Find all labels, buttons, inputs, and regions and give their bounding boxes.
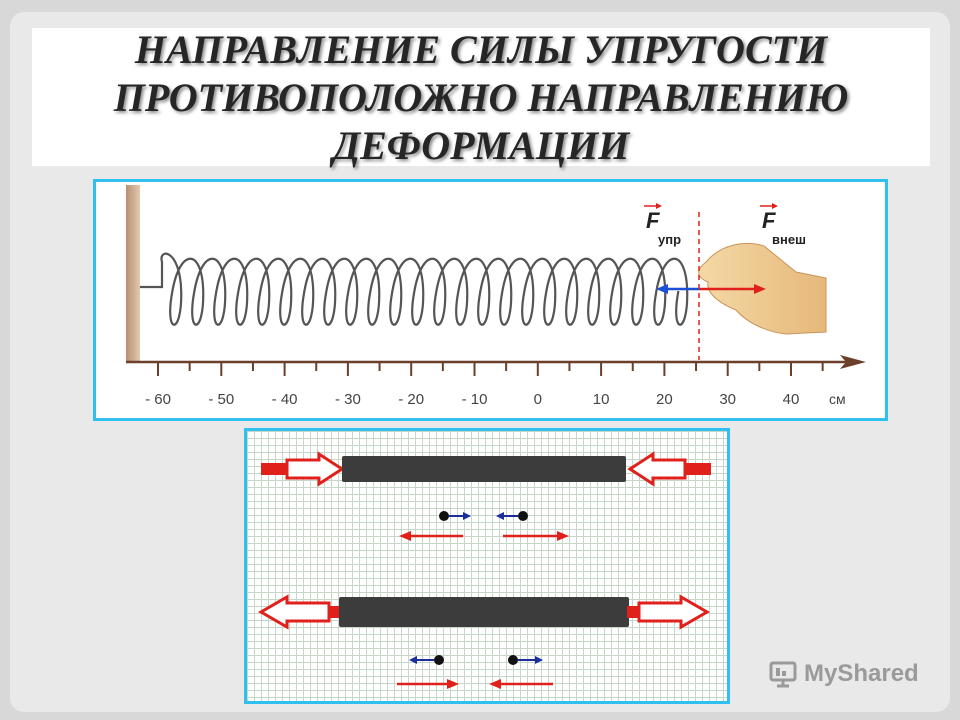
external-force-letter: F xyxy=(762,208,776,233)
tension-group xyxy=(257,594,711,689)
spring-coil xyxy=(140,252,689,326)
bars-diagram xyxy=(257,451,711,689)
ruler-arrowhead xyxy=(840,355,866,369)
left-inward-hollow-arrow xyxy=(261,451,345,487)
ruler-tick-label: - 20 xyxy=(398,391,424,408)
elastic-force-subscript: упр xyxy=(658,232,681,247)
external-force-arrowhead xyxy=(754,284,766,294)
ruler-tick-label: - 30 xyxy=(335,391,361,408)
compression-group xyxy=(261,451,711,541)
ruler-tick-label: - 50 xyxy=(208,391,234,408)
bars-diagram-panel xyxy=(244,428,730,704)
elastic-forces-inward xyxy=(397,679,553,689)
elastic-force-arrowhead xyxy=(656,284,668,294)
ruler-tick-label: 20 xyxy=(656,391,673,408)
ruler-tick-label: - 10 xyxy=(462,391,488,408)
right-inward-hollow-arrow xyxy=(627,451,711,487)
left-outward-hollow-arrow xyxy=(257,594,341,630)
watermark-text: MyShared xyxy=(804,660,919,687)
ruler-tick-label: 10 xyxy=(593,391,610,408)
elastic-forces-outward xyxy=(399,531,569,541)
ruler-unit: см xyxy=(829,391,846,407)
stretched-bar xyxy=(339,597,629,627)
spring-diagram: F упр F внеш - 60 - 50 - 40 - 30 - 20 - 10 0 10… xyxy=(126,185,866,408)
ruler-tick-label: 40 xyxy=(783,391,800,408)
title-band xyxy=(32,28,930,166)
right-outward-hollow-arrow xyxy=(627,594,711,630)
elastic-force-letter: F xyxy=(646,208,660,233)
particle-pair-tension xyxy=(409,655,543,665)
ruler-tick-labels: - 60 - 50 - 40 - 30 - 20 - 10 0 10 20 30 40 xyxy=(145,391,799,408)
compressed-bar xyxy=(342,456,626,482)
ruler-tick-label: 30 xyxy=(719,391,736,408)
ruler-tick-label: - 40 xyxy=(272,391,298,408)
elastic-force-label: F упр xyxy=(644,203,681,247)
watermark: MyShared xyxy=(768,656,919,692)
wall xyxy=(126,185,140,363)
presentation-board-icon xyxy=(769,661,797,688)
slide-title: НАПРАВЛЕНИЕ СИЛЫ УПРУГОСТИ ПРОТИВОПОЛОЖН… xyxy=(32,26,930,170)
external-force-label: F внеш xyxy=(760,203,806,247)
external-force-subscript: внеш xyxy=(772,232,806,247)
particle-pair-compression xyxy=(439,511,528,521)
title-line-1: НАПРАВЛЕНИЕ СИЛЫ УПРУГОСТИ xyxy=(134,27,828,72)
ruler-tick-label: - 60 xyxy=(145,391,171,408)
title-line-3: ДЕФОРМАЦИИ xyxy=(332,123,630,168)
ruler-ticks xyxy=(157,362,824,376)
spring-diagram-panel: F упр F внеш - 60 - 50 - 40 - 30 - 20 - 10 0 10… xyxy=(93,179,888,421)
ruler-tick-label: 0 xyxy=(534,391,542,408)
title-line-2: ПРОТИВОПОЛОЖНО НАПРАВЛЕНИЮ xyxy=(113,75,849,120)
